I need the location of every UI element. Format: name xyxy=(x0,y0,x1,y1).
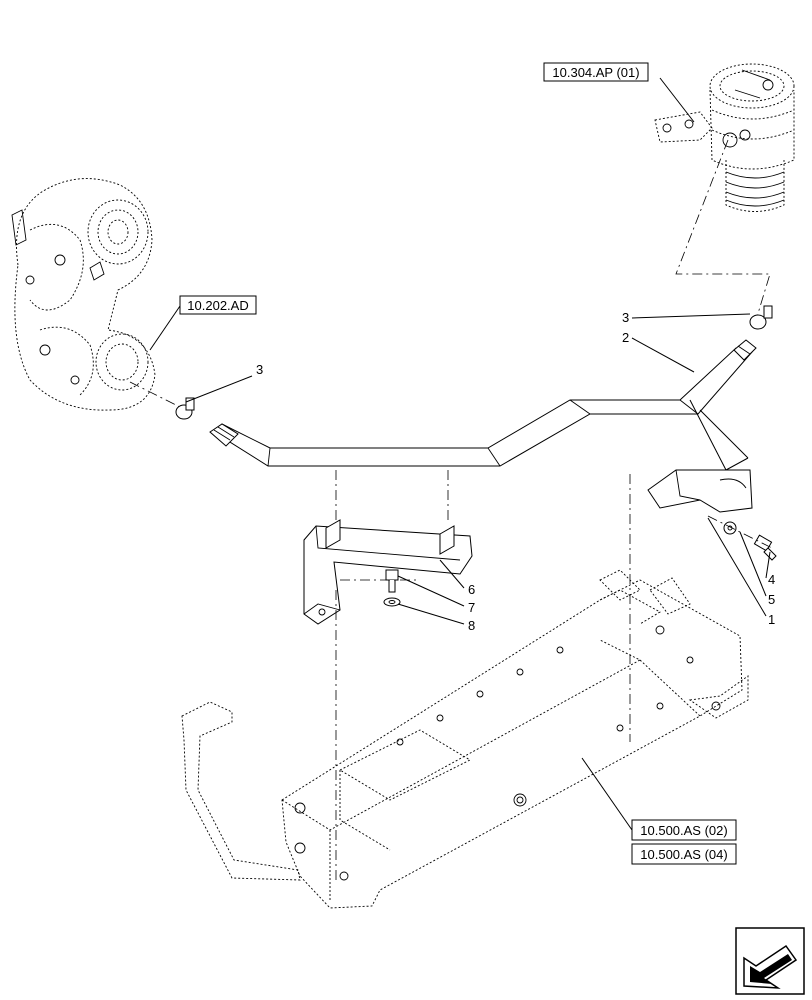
ref-turbocharger-label: 10.202.AD xyxy=(187,298,248,313)
bolt-4 xyxy=(753,534,777,561)
ref-air-cleaner-label: 10.304.AP (01) xyxy=(552,65,639,80)
hose-drawing xyxy=(209,339,757,467)
callout-3-right: 3 xyxy=(622,310,629,325)
hose-clamp-left xyxy=(175,397,195,420)
hose-bracket-1 xyxy=(647,469,753,513)
washer-5 xyxy=(723,521,737,535)
callout-3-left: 3 xyxy=(256,362,263,377)
turbocharger-drawing xyxy=(11,178,156,411)
frame-drawing xyxy=(181,569,749,909)
washer-8 xyxy=(383,597,401,607)
air-cleaner-drawing xyxy=(654,63,795,212)
bolt-7 xyxy=(385,569,399,593)
ref-frame-1[interactable]: 10.500.AS (02) xyxy=(631,819,737,841)
hose-clamp-right xyxy=(749,305,773,330)
support-bracket-drawing xyxy=(303,519,473,625)
callout-6: 6 xyxy=(468,582,475,597)
ref-turbocharger[interactable]: 10.202.AD xyxy=(179,295,257,315)
callout-4: 4 xyxy=(768,572,775,587)
ref-air-cleaner[interactable]: 10.304.AP (01) xyxy=(543,62,649,82)
callout-5: 5 xyxy=(768,592,775,607)
callout-1: 1 xyxy=(768,612,775,627)
previous-page-arrow-icon[interactable] xyxy=(735,927,805,995)
ref-frame-1-label: 10.500.AS (02) xyxy=(640,823,727,838)
ref-frame-2-label: 10.500.AS (04) xyxy=(640,847,727,862)
ref-frame-2[interactable]: 10.500.AS (04) xyxy=(631,843,737,865)
callout-8: 8 xyxy=(468,618,475,633)
callout-7: 7 xyxy=(468,600,475,615)
callout-2: 2 xyxy=(622,330,629,345)
